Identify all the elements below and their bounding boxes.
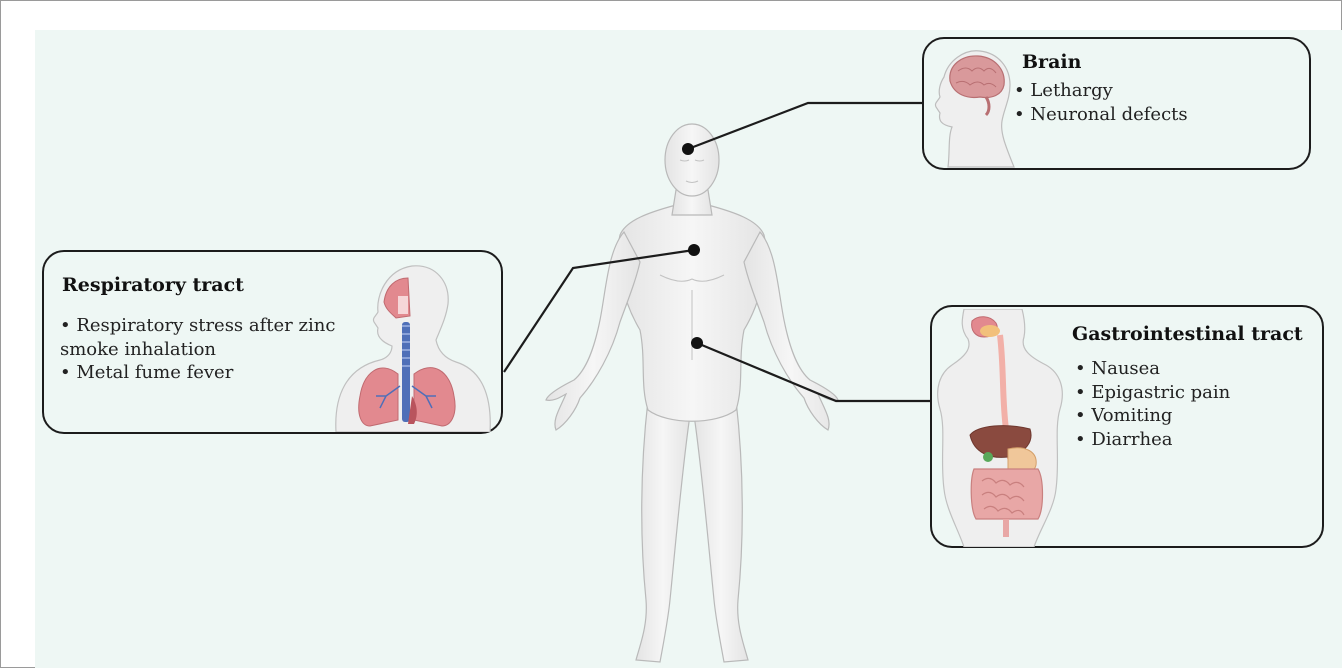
list-item: Lethargy bbox=[1014, 79, 1188, 103]
respiratory-box: Respiratory tract Respiratory stress aft… bbox=[42, 250, 503, 434]
gastrointestinal-title: Gastrointestinal tract bbox=[1072, 323, 1303, 345]
respiratory-symptom-list: Respiratory stress after zinc smoke inha… bbox=[60, 314, 340, 385]
list-item: Metal fume fever bbox=[60, 361, 340, 385]
dot-chest bbox=[688, 244, 700, 256]
dot-abdomen bbox=[691, 337, 703, 349]
brain-symptom-list: Lethargy Neuronal defects bbox=[1014, 79, 1188, 126]
gastrointestinal-symptom-list: Nausea Epigastric pain Vomiting Diarrhea bbox=[1075, 357, 1230, 451]
human-figure-icon bbox=[546, 124, 838, 662]
lungs-icon bbox=[326, 256, 496, 432]
digestive-system-icon bbox=[934, 309, 1074, 547]
list-item: Respiratory stress after zinc smoke inha… bbox=[60, 314, 340, 361]
list-item: Diarrhea bbox=[1075, 428, 1230, 452]
brain-box: Brain Lethargy Neuronal defects bbox=[922, 37, 1311, 170]
list-item: Epigastric pain bbox=[1075, 381, 1230, 405]
dot-head bbox=[682, 143, 694, 155]
respiratory-title: Respiratory tract bbox=[62, 274, 244, 296]
list-item: Nausea bbox=[1075, 357, 1230, 381]
gastrointestinal-box: Gastrointestinal tract Nausea Epigastric… bbox=[930, 305, 1324, 548]
leader-line-brain bbox=[688, 103, 922, 149]
brain-head-icon bbox=[928, 41, 1018, 169]
list-item: Vomiting bbox=[1075, 404, 1230, 428]
list-item: Neuronal defects bbox=[1014, 103, 1188, 127]
brain-title: Brain bbox=[1022, 51, 1081, 73]
